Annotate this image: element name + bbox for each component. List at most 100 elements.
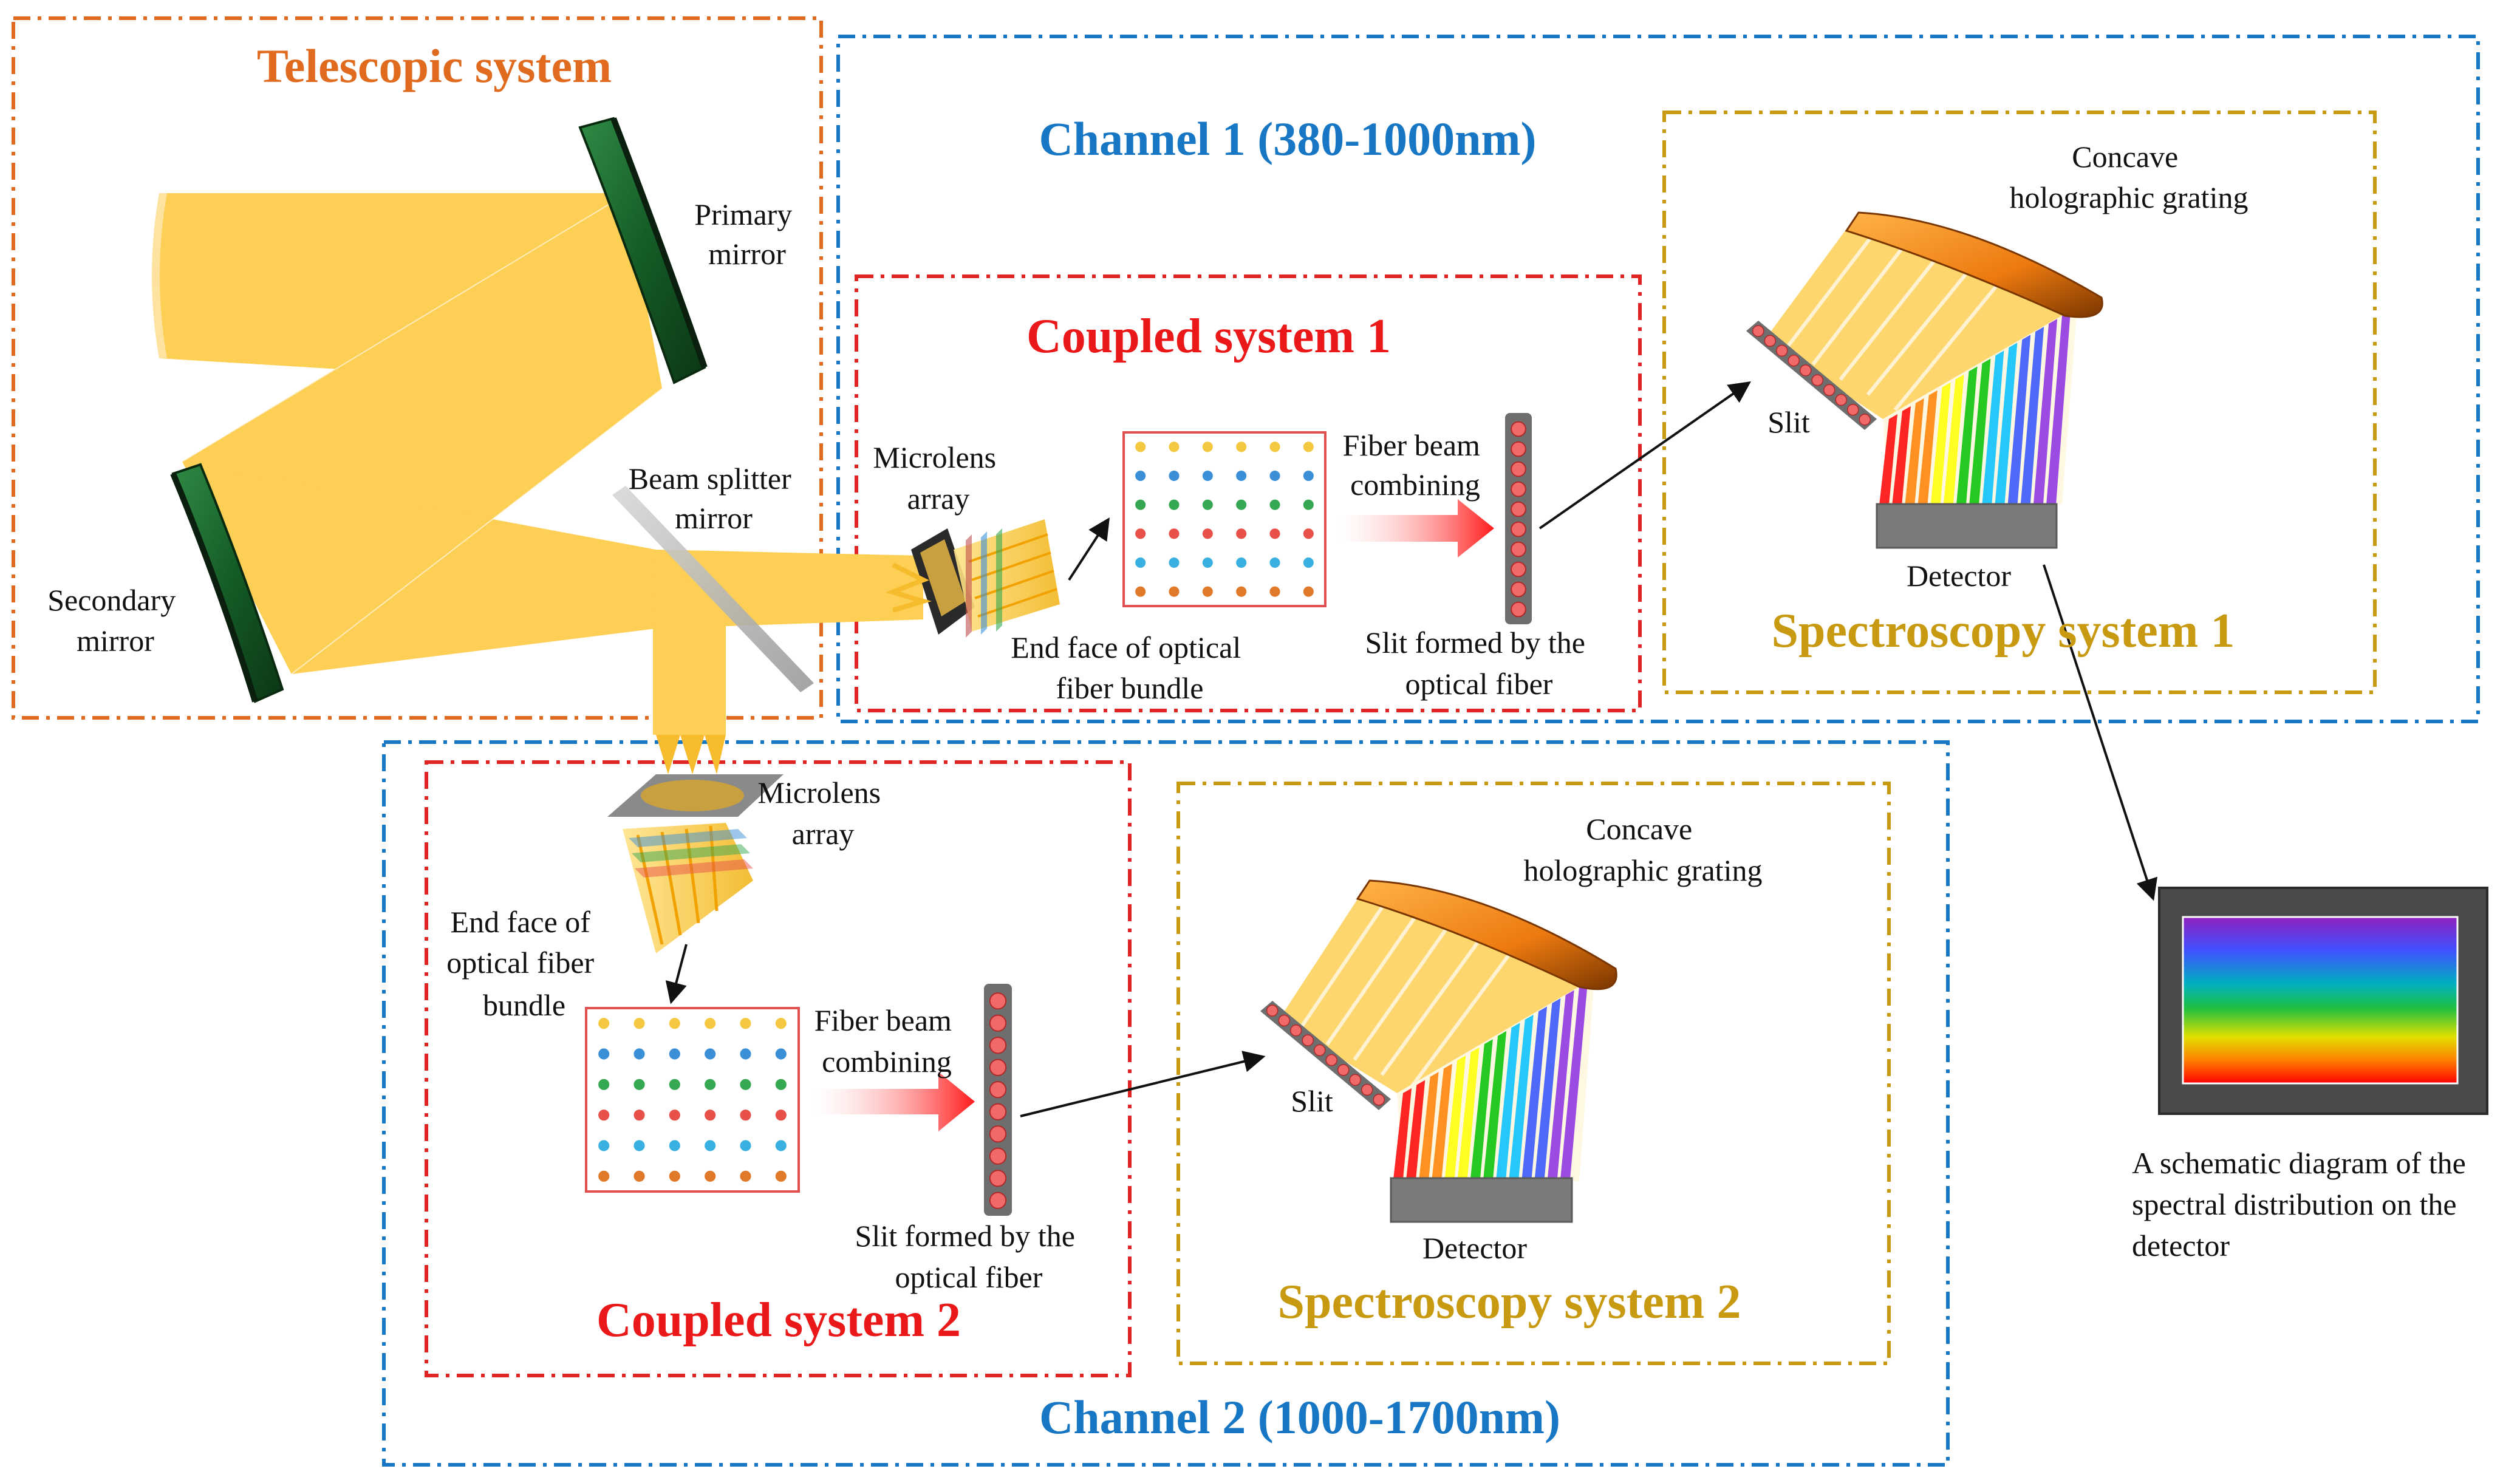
fiber-bundle-endface-1 bbox=[1122, 431, 1327, 607]
fiber-combine-arrow-1 bbox=[1336, 499, 1494, 557]
grating-slit-dot bbox=[1302, 1034, 1314, 1046]
slit-fiber-dot bbox=[1511, 541, 1526, 557]
spectral-ray bbox=[1956, 366, 1978, 505]
title-coupled-system1: Coupled system 1 bbox=[1026, 310, 1391, 363]
spectral-ray bbox=[1879, 414, 1897, 505]
title-channel1: Channel 1 (380-1000nm) bbox=[1039, 112, 1536, 165]
grating-slit-dot bbox=[1349, 1074, 1361, 1086]
fiber-dot bbox=[632, 1108, 646, 1122]
fiber-dot bbox=[739, 1169, 753, 1183]
fiber-dot bbox=[632, 1047, 646, 1061]
spectral-ray bbox=[2020, 327, 2044, 505]
label-endface2: End face of optical fiber bundle bbox=[446, 905, 601, 1022]
fiber-dot bbox=[1268, 440, 1282, 454]
fiber-dot bbox=[1201, 527, 1214, 540]
fiber-dot bbox=[1302, 440, 1315, 454]
label-slit-fiber2: Slit formed by the optical fiber bbox=[855, 1219, 1083, 1294]
fiber-dot bbox=[739, 1139, 753, 1153]
spectral-ray bbox=[2046, 311, 2071, 505]
spectral-ray bbox=[1496, 1023, 1520, 1179]
slit-fiber-dot bbox=[1511, 501, 1526, 517]
fiber-dot bbox=[1134, 527, 1147, 540]
primary-mirror bbox=[578, 117, 708, 384]
grating-slit-dot bbox=[1859, 414, 1871, 426]
slit-fiber-dot bbox=[1511, 521, 1526, 537]
fiber-slit-dots-1 bbox=[1511, 421, 1526, 618]
fiber-dot bbox=[1201, 556, 1214, 570]
fiber-dot bbox=[668, 1169, 681, 1183]
grating-slit-dot bbox=[1337, 1064, 1350, 1076]
fiber-dot bbox=[774, 1169, 788, 1183]
coupled-system1-box bbox=[855, 274, 1642, 712]
fiber-dot bbox=[1268, 527, 1282, 540]
fiber-dot bbox=[1167, 585, 1181, 598]
fiber-dot bbox=[1167, 556, 1181, 570]
title-spectroscopy-system1: Spectroscopy system 1 bbox=[1772, 604, 2235, 658]
grating-slit-dots-2 bbox=[1266, 1004, 1385, 1106]
label-schematic: A schematic diagram of the spectral dist… bbox=[2132, 1146, 2473, 1263]
fiber-dot bbox=[668, 1047, 681, 1061]
grating-slit-dot bbox=[1266, 1004, 1279, 1017]
fiber-dot bbox=[703, 1169, 717, 1183]
fiber-dot bbox=[597, 1139, 611, 1153]
slit-fiber-dot bbox=[989, 1103, 1007, 1120]
fiber-dot bbox=[774, 1047, 788, 1061]
fiber-fan-1 bbox=[954, 519, 1060, 638]
spectral-ray bbox=[1892, 406, 1911, 505]
fiber-dot bbox=[1235, 527, 1248, 540]
label-fiber-combining1: Fiber beam combining bbox=[1343, 428, 1488, 502]
fiber-dot bbox=[703, 1017, 717, 1031]
spectral-ray bbox=[1406, 1080, 1426, 1179]
grating-slit-dot bbox=[1764, 335, 1776, 347]
title-channel2: Channel 2 (1000-1700nm) bbox=[1039, 1391, 1560, 1444]
label-microlens2: Microlens array bbox=[757, 776, 888, 851]
fiber-dot bbox=[1302, 469, 1315, 483]
spectral-ray bbox=[1969, 358, 1991, 505]
spectral-rays-1 bbox=[1879, 311, 2071, 505]
fiber-dot bbox=[1235, 498, 1248, 511]
slit-fiber-dot bbox=[1511, 421, 1526, 437]
slit-fiber-dot bbox=[1511, 461, 1526, 477]
grating-slit-dot bbox=[1800, 364, 1812, 377]
fiber-dot bbox=[1302, 585, 1315, 598]
spectral-ray bbox=[1470, 1039, 1493, 1179]
fiber-dot bbox=[1235, 585, 1248, 598]
fiber-dot bbox=[1201, 440, 1214, 454]
slit-fiber-dot bbox=[989, 1192, 1007, 1209]
title-telescopic-system: Telescopic system bbox=[257, 39, 612, 92]
spectral-ray bbox=[1560, 982, 1588, 1179]
fiber-dot bbox=[668, 1077, 681, 1091]
fiber-dot bbox=[1235, 469, 1248, 483]
grating-slit-dot bbox=[1847, 403, 1859, 416]
fiber-dot bbox=[632, 1139, 646, 1153]
title-spectroscopy-system2: Spectroscopy system 2 bbox=[1278, 1275, 1741, 1329]
spectral-ray bbox=[1917, 390, 1938, 505]
label-detector2: Detector bbox=[1422, 1231, 1527, 1265]
fiber-dot bbox=[597, 1047, 611, 1061]
spectral-ray bbox=[1930, 382, 1951, 505]
fiber-dot bbox=[1201, 585, 1214, 598]
slit-fiber-dot bbox=[989, 1125, 1007, 1143]
grating-slit-dot bbox=[1823, 384, 1835, 397]
spectral-ray bbox=[1432, 1063, 1452, 1179]
spectral-ray bbox=[1982, 350, 2004, 505]
fiber-dot bbox=[1134, 556, 1147, 570]
beam-splitter-mirror bbox=[612, 486, 814, 692]
spectral-rays-2 bbox=[1393, 982, 1588, 1179]
slit-fiber-dot bbox=[1511, 601, 1526, 618]
fiber-dot bbox=[703, 1108, 717, 1122]
fiber-dot bbox=[597, 1017, 611, 1031]
fiber-dot bbox=[703, 1047, 717, 1061]
microlens-array-2 bbox=[607, 774, 784, 817]
fiber-dot bbox=[1302, 527, 1315, 540]
fiber-grid-1 bbox=[1134, 440, 1315, 598]
coupled-system2-box bbox=[425, 760, 1132, 1377]
fiber-dot bbox=[668, 1139, 681, 1153]
fiber-dot bbox=[774, 1017, 788, 1031]
grating-slit-dot bbox=[1314, 1044, 1326, 1057]
grating-slit-dot bbox=[1373, 1094, 1385, 1106]
title-coupled-system2: Coupled system 2 bbox=[596, 1294, 961, 1347]
label-slit1: Slit bbox=[1767, 405, 1810, 439]
spectral-ray bbox=[1509, 1014, 1534, 1179]
label-detector1: Detector bbox=[1907, 559, 2011, 593]
